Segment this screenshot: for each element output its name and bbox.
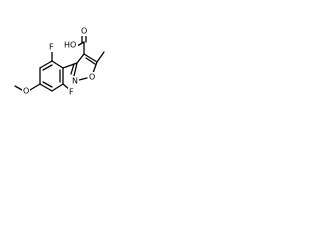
aryl-bond-2 bbox=[39, 60, 53, 69]
aryl-double-2 bbox=[42, 81, 53, 88]
bond-o-ch3 bbox=[14, 85, 23, 91]
bond-c4-c5-double bbox=[85, 57, 96, 65]
label-methoxy-oxygen: O bbox=[23, 87, 29, 96]
bond-c5-o1 bbox=[92, 61, 98, 74]
label-fluorine-upper: F bbox=[49, 43, 54, 52]
methyl-bond bbox=[96, 51, 105, 63]
bond-c3-aryl bbox=[62, 62, 78, 69]
bond-c3-c4 bbox=[76, 53, 85, 64]
aryl-bond-1 bbox=[51, 60, 64, 69]
atom-labels: HO O O N F F O bbox=[22, 26, 96, 97]
aryl-bond-4 bbox=[39, 83, 53, 92]
bond-n2-c3 bbox=[73, 62, 78, 77]
chemical-structure-diagram: HO O O N F F O bbox=[14, 26, 105, 97]
bond-aryl-o-methoxy bbox=[29, 83, 41, 91]
aryl-double-1 bbox=[42, 64, 53, 71]
label-hydroxyl: HO bbox=[64, 41, 76, 50]
label-ring-oxygen: O bbox=[89, 73, 95, 82]
label-carbonyl-oxygen: O bbox=[81, 27, 87, 36]
benzene-ring bbox=[39, 60, 64, 92]
aryl-bond-5 bbox=[51, 83, 64, 92]
bond-c-oh bbox=[76, 41, 85, 47]
label-fluorine-lower: F bbox=[69, 88, 74, 97]
bond-n2-c3-double bbox=[70, 63, 75, 75]
label-ring-nitrogen: N bbox=[72, 77, 78, 86]
carboxylic-acid-group bbox=[76, 34, 87, 55]
bond-c4-c5 bbox=[83, 53, 98, 63]
bond-o1-n2 bbox=[78, 77, 88, 81]
isoxazole-ring bbox=[70, 53, 98, 81]
